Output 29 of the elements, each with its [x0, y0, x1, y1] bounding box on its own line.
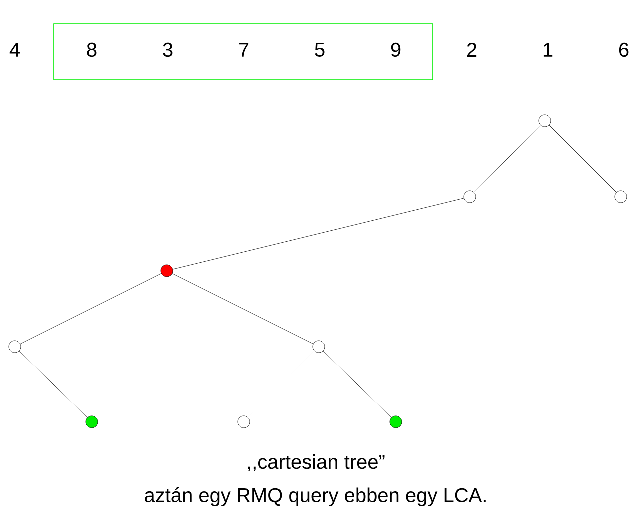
number: 1: [544, 43, 553, 57]
caption-line: aztán egy RMQ query ebben egy LCA.: [145, 488, 486, 506]
number: 4: [10, 43, 20, 57]
tree-node: [312, 340, 326, 354]
number: 3: [163, 42, 173, 58]
tree-node: [160, 264, 174, 278]
tree-edge: [474, 125, 541, 193]
tree-node: [464, 190, 476, 204]
number: 8: [87, 42, 97, 58]
tree-edge: [323, 351, 392, 418]
tree-node: [238, 416, 250, 428]
tree-edge: [19, 351, 88, 418]
number: 7: [239, 43, 249, 57]
tree-edge: [248, 351, 315, 418]
tree-node: [86, 416, 98, 428]
tree-edge: [20, 274, 162, 344]
number: 2: [467, 43, 477, 57]
tree-node: [538, 114, 552, 128]
highlight-box: [54, 24, 434, 80]
tree-edge: [172, 198, 464, 270]
number: 6: [619, 42, 629, 58]
number: 9: [391, 42, 401, 58]
tree-edge: [549, 125, 617, 193]
tree-edge: [172, 274, 314, 344]
tree-node: [390, 416, 402, 428]
number: 5: [315, 43, 325, 57]
caption-line: ,,cartesian tree”: [248, 454, 385, 472]
tree-node: [8, 340, 22, 354]
tree-node: [614, 190, 628, 204]
